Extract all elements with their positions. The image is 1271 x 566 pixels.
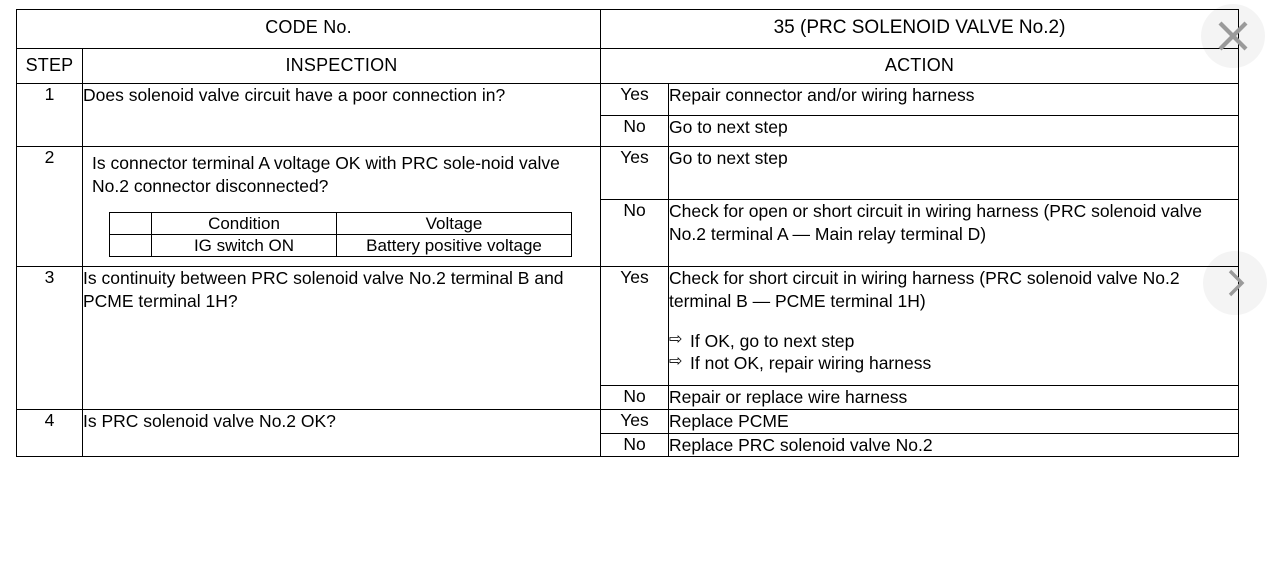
- answer-cell: Yes: [600, 266, 669, 387]
- sub-header-voltage: Voltage: [336, 211, 572, 235]
- action-cell: Repair or replace wire harness: [667, 385, 1240, 410]
- action-cell: Go to next step: [667, 114, 1240, 148]
- close-icon: [1218, 21, 1248, 51]
- inspection-text: Is PRC solenoid valve No.2 OK?: [83, 410, 336, 431]
- answer-label: No: [623, 115, 646, 136]
- inspection-text: Is connector terminal A voltage OK with …: [92, 153, 560, 196]
- sub-cell-blank: [109, 233, 152, 258]
- condition-voltage-table-wrap: Condition Voltage IG switch ON Battery p…: [83, 204, 600, 267]
- action-text-wrap: Check for short circuit in wiring harnes…: [669, 267, 1238, 313]
- answer-label: Yes: [620, 267, 649, 288]
- action-text: Go to next step: [669, 116, 788, 137]
- step-number: 1: [44, 84, 55, 105]
- answer-label: Yes: [620, 84, 649, 105]
- table-row: 2 Is connector terminal A voltage OK wit…: [16, 146, 1240, 268]
- column-header-action: ACTION: [884, 54, 955, 75]
- inspection-cell: Is PRC solenoid valve No.2 OK?: [82, 408, 601, 458]
- table-row: No Replace PRC solenoid valve No.2: [17, 432, 1240, 458]
- action-text: Go to next step: [669, 148, 788, 169]
- table-header-columns-row: STEP INSPECTION ACTION: [16, 47, 1240, 85]
- code-no-label: CODE No.: [265, 17, 352, 37]
- action-text: Check for open or short circuit in wirin…: [669, 201, 1203, 244]
- inspection-text-wrap: Is connector terminal A voltage OK with …: [83, 147, 600, 204]
- bullet-text: If not OK, repair wiring harness: [690, 353, 932, 374]
- answer-cell: No: [600, 199, 669, 268]
- answer-label: No: [623, 200, 646, 221]
- answer-cell: Yes: [600, 408, 669, 434]
- answer-label: No: [623, 433, 646, 454]
- table-row: 4 Is PRC solenoid valve No.2 OK? Yes Rep…: [16, 408, 1240, 458]
- column-header-step: STEP: [25, 54, 74, 75]
- answer-label: No: [623, 386, 646, 407]
- step-number-cell: 4: [16, 408, 83, 458]
- action-text: Repair or replace wire harness: [669, 387, 908, 408]
- sub-cell-voltage: Battery positive voltage: [336, 233, 572, 258]
- step-number-cell: 1: [16, 83, 83, 148]
- action-text: Repair connector and/or wiring harness: [669, 85, 975, 106]
- arrow-right-icon: ⇨: [669, 353, 683, 371]
- sub-table-row: IG switch ON Battery positive voltage: [109, 233, 572, 258]
- action-cell: Check for open or short circuit in wirin…: [667, 199, 1240, 268]
- sub-header-blank: [109, 211, 152, 235]
- inspection-text: Does solenoid valve circuit have a poor …: [83, 85, 506, 106]
- sub-cell-condition: IG switch ON: [151, 233, 337, 258]
- answer-label: Yes: [620, 409, 649, 430]
- column-header-inspection: INSPECTION: [285, 54, 398, 75]
- condition-voltage-table: Condition Voltage IG switch ON Battery p…: [109, 211, 572, 258]
- answer-cell: No: [600, 432, 669, 458]
- diagnostic-flow-table: CODE No. 35 (PRC SOLENOID VALVE No.2) ST…: [16, 9, 1240, 458]
- arrow-right-icon: ⇨: [669, 330, 683, 348]
- sub-table-header-row: Condition Voltage: [109, 211, 572, 235]
- action-text: Check for short circuit in wiring harnes…: [669, 268, 1180, 311]
- answer-cell: Yes: [600, 146, 669, 201]
- close-button[interactable]: [1201, 4, 1265, 68]
- next-page-button[interactable]: [1203, 251, 1267, 315]
- inspection-cell: Is continuity between PRC solenoid valve…: [82, 266, 601, 410]
- step-number-cell: 3: [16, 266, 83, 410]
- action-cell: Check for short circuit in wiring harnes…: [667, 266, 1240, 387]
- bullet-text: If OK, go to next step: [690, 330, 855, 351]
- action-bullet-list: ⇨ If OK, go to next step ⇨ If not OK, re…: [669, 330, 1238, 376]
- action-text: Replace PCME: [669, 410, 789, 431]
- table-row: 1 Does solenoid valve circuit have a poo…: [16, 83, 1240, 148]
- answer-cell: No: [600, 114, 669, 148]
- table-row: No Check for open or short circuit in wi…: [17, 199, 1240, 268]
- step-number: 2: [44, 147, 55, 168]
- answer-cell: No: [600, 385, 669, 410]
- inspection-cell: Does solenoid valve circuit have a poor …: [82, 83, 601, 148]
- code-no-title: 35 (PRC SOLENOID VALVE No.2): [773, 17, 1066, 38]
- step-number: 3: [44, 267, 55, 288]
- answer-cell: Yes: [600, 83, 669, 116]
- step-number: 4: [44, 409, 55, 430]
- action-text: Replace PRC solenoid valve No.2: [669, 434, 933, 455]
- table-row: 3 Is continuity between PRC solenoid val…: [16, 266, 1240, 410]
- action-cell: Go to next step: [667, 146, 1240, 201]
- action-cell: Replace PRC solenoid valve No.2: [667, 432, 1240, 458]
- inspection-text: Is continuity between PRC solenoid valve…: [83, 268, 564, 311]
- action-cell: Replace PCME: [667, 408, 1240, 434]
- list-item: ⇨ If OK, go to next step: [669, 330, 1238, 353]
- answer-label: Yes: [620, 147, 649, 168]
- sub-header-condition: Condition: [151, 211, 337, 235]
- chevron-right-icon: [1228, 269, 1245, 297]
- list-item: ⇨ If not OK, repair wiring harness: [669, 352, 1238, 375]
- table-row: No Go to next step: [17, 114, 1240, 148]
- action-cell: Repair connector and/or wiring harness: [667, 83, 1240, 116]
- inspection-cell: Is connector terminal A voltage OK with …: [82, 146, 601, 268]
- step-number-cell: 2: [16, 146, 83, 268]
- table-header-code-row: CODE No. 35 (PRC SOLENOID VALVE No.2): [16, 9, 1240, 49]
